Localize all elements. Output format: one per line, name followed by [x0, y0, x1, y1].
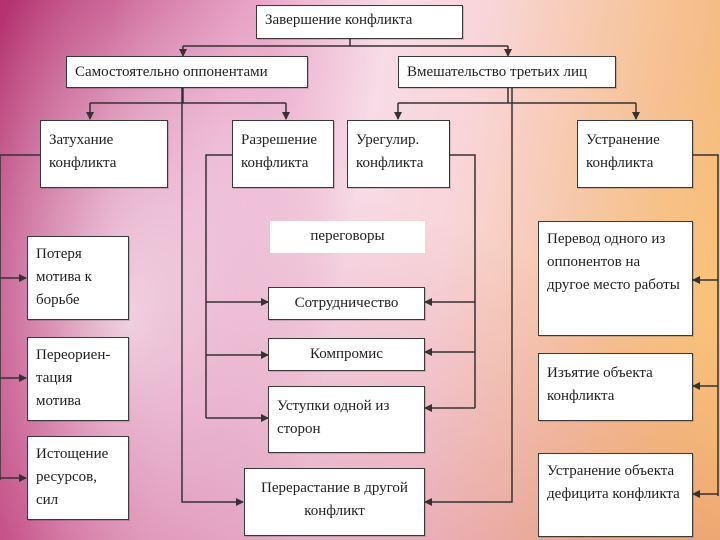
node-deficit-removal: Устранение объекта дефицита конфликта	[538, 453, 693, 537]
edge-to-escalation-right	[424, 87, 513, 506]
node-transfer-label: Перевод одного из оппонентов на другое м…	[547, 231, 680, 293]
node-root: Завершение конфликта	[256, 5, 463, 39]
node-object-removal: Изъятие объекта конфликта	[538, 353, 693, 421]
node-elimination-label: Устранение конфликта	[586, 132, 660, 171]
fading-bracket	[0, 154, 40, 480]
elimination-bracket	[693, 154, 719, 496]
node-settlement-label: Урегулир. конфликта	[356, 132, 424, 171]
node-fading: Затухание конфликта	[40, 120, 168, 188]
node-cooperation-label: Сотрудничество	[294, 295, 399, 311]
node-motive-loss: Потеря мотива к борьбе	[27, 236, 129, 320]
node-compromise-label: Компромис	[310, 346, 383, 362]
node-escalation-label: Перерастание в другой конфликт	[261, 480, 408, 519]
node-third-party: Вмешательство третьих лиц	[398, 56, 616, 88]
node-reorientation-label: Переориен-тация мотива	[36, 347, 111, 409]
node-motive-loss-label: Потеря мотива к борьбе	[36, 246, 92, 308]
node-third-party-label: Вмешательство третьих лиц	[407, 64, 588, 80]
node-escalation: Перерастание в другой конфликт	[244, 468, 425, 536]
node-concessions-label: Уступки одной из сторон	[277, 398, 390, 437]
node-settlement: Урегулир. конфликта	[347, 120, 450, 188]
node-exhaustion: Истощение ресурсов, сил	[27, 436, 129, 520]
node-resolution: Разрешение конфликта	[232, 120, 334, 188]
node-negotiations: переговоры	[270, 221, 425, 253]
node-root-label: Завершение конфликта	[265, 12, 413, 28]
node-transfer: Перевод одного из оппонентов на другое м…	[538, 221, 693, 336]
node-reorientation: Переориен-тация мотива	[27, 337, 129, 421]
node-compromise: Компромис	[268, 338, 425, 371]
settlement-bracket	[449, 154, 476, 408]
node-resolution-label: Разрешение конфликта	[241, 132, 318, 171]
node-concessions: Уступки одной из сторон	[268, 386, 425, 453]
node-elimination: Устранение конфликта	[577, 120, 693, 188]
node-cooperation: Сотрудничество	[268, 287, 425, 320]
resolution-bracket	[205, 154, 232, 418]
node-independent: Самостоятельно оппонентами	[66, 56, 308, 88]
node-deficit-removal-label: Устранение объекта дефицита конфликта	[547, 463, 680, 502]
node-exhaustion-label: Истощение ресурсов, сил	[36, 446, 109, 508]
edge-to-escalation-left	[181, 87, 244, 506]
node-fading-label: Затухание конфликта	[49, 132, 117, 171]
node-negotiations-label: переговоры	[310, 228, 385, 244]
node-object-removal-label: Изъятие объекта конфликта	[547, 365, 653, 404]
node-independent-label: Самостоятельно оппонентами	[75, 64, 268, 80]
